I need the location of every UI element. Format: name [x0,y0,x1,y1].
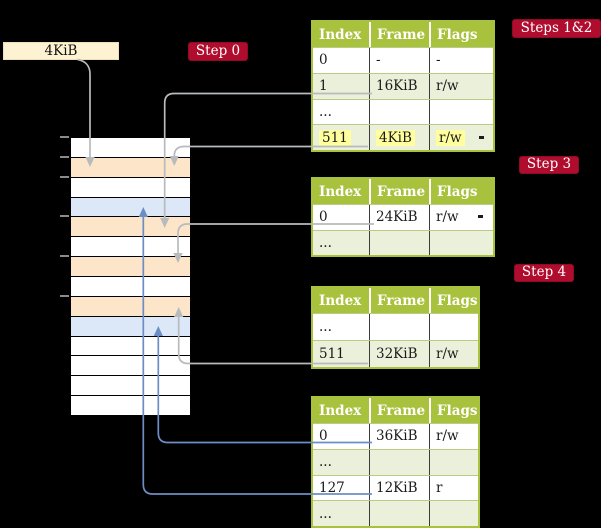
column-header-frame: Frame [369,398,429,423]
column-header-index: Index [319,26,362,43]
table-header-row: Index Frame Flags [313,179,493,204]
cell-frame [369,501,429,526]
memory-row-table [71,257,190,278]
cell-frame [369,230,429,255]
dash-mark [479,136,484,139]
column-header-frame: Frame [369,179,429,204]
page-table-level1: Index Frame Flags 0 36KiB r/w ... 127 12… [311,396,480,528]
page-table-level4: Index Frame Flags 0 - - 1 16KiB r/w ... … [311,20,495,152]
cell-flags [429,501,478,526]
memory-row-free [71,138,190,158]
cell-flags: r/w [429,424,478,449]
memory-column [70,137,191,416]
cell-flags [429,449,478,475]
cell-flags: - [429,48,493,73]
highlight: 511 [319,129,351,146]
memory-tick [60,175,69,178]
table-row: 511 32KiB r/w [313,340,478,367]
step4-badge: Step 4 [514,264,574,282]
cell-index: 0 [319,428,328,445]
column-header-index: Index [319,292,362,309]
memory-row-table [71,217,190,238]
cell-flags [429,314,478,340]
cell-index: 0 [319,209,328,226]
cell-index: ... [319,505,332,522]
cell-frame [369,99,429,125]
cell-index: 1 [319,78,328,95]
cell-flags: r/w [429,341,478,367]
page-table-level2: Index Frame Flags ... 511 32KiB r/w [311,286,480,369]
memory-row-page [71,316,190,337]
memory-row-free [71,336,190,357]
column-header-flags: Flags [429,288,478,313]
table-row: ... [313,313,478,340]
step0-badge: Step 0 [188,42,248,61]
memory-tick [60,255,69,257]
memory-tick [60,135,69,138]
root-table-pointer-label: 4KiB [3,42,119,60]
memory-row-free [71,396,190,416]
highlight: r/w [436,129,465,146]
column-header-flags: Flags [429,398,478,423]
cell-index: ... [319,103,332,120]
step3-badge: Step 3 [519,156,579,174]
table-header-row: Index Frame Flags [313,288,478,313]
cell-frame: 24KiB [369,205,429,230]
memory-row-table [71,157,190,178]
cell-index: ... [319,319,332,335]
column-header-index: Index [319,183,362,200]
cell-flags: r [429,475,478,501]
memory-row-page [71,197,190,218]
cell-frame [369,314,429,340]
table-row: ... [313,98,493,125]
table-header-row: Index Frame Flags [313,398,478,423]
cell-frame: - [369,48,429,73]
cell-index: 511 [313,125,369,150]
column-header-index: Index [319,402,362,419]
table-row: ... [313,229,493,255]
cell-flags [429,230,493,255]
cell-index: ... [319,454,332,471]
column-header-frame: Frame [369,22,429,47]
cell-frame: 4KiB [369,125,429,150]
cell-flags: r/w [429,125,493,150]
highlight: 4KiB [376,129,415,146]
memory-tick [60,295,69,297]
memory-tick [60,215,69,217]
cell-flags [429,99,493,125]
table-header-row: Index Frame Flags [313,22,493,47]
table-row: ... [313,500,478,526]
table-row: 127 12KiB r [313,474,478,501]
table-row: 0 24KiB r/w [313,204,493,230]
column-header-flags: Flags [429,22,493,47]
table-row: 1 16KiB r/w [313,72,493,99]
cell-flags: r/w [429,205,493,230]
memory-row-free [71,376,190,397]
dash-mark [478,215,483,218]
cell-frame: 36KiB [369,424,429,449]
page-table-level3: Index Frame Flags 0 24KiB r/w ... [311,177,495,257]
cell-index: 511 [319,346,345,362]
column-header-frame: Frame [369,288,429,313]
cell-frame: 32KiB [369,341,429,367]
table-row: 0 36KiB r/w [313,423,478,449]
table-row-highlighted: 511 4KiB r/w [313,124,493,150]
cell-index: 127 [319,479,345,496]
cell-index: 0 [319,52,328,69]
cell-frame: 16KiB [369,73,429,99]
cell-frame: 12KiB [369,475,429,501]
cell-frame [369,449,429,475]
table-row: ... [313,448,478,475]
steps12-badge: Steps 1&2 [512,19,601,38]
memory-row-table [71,296,190,317]
memory-row-free [71,237,190,258]
memory-row-free [71,277,190,297]
memory-row-free [71,177,190,198]
cell-index: ... [319,234,332,251]
table-row: 0 - - [313,47,493,73]
memory-tick [60,155,69,158]
column-header-flags: Flags [429,179,493,204]
cell-flags: r/w [429,73,493,99]
memory-row-free [71,356,190,377]
